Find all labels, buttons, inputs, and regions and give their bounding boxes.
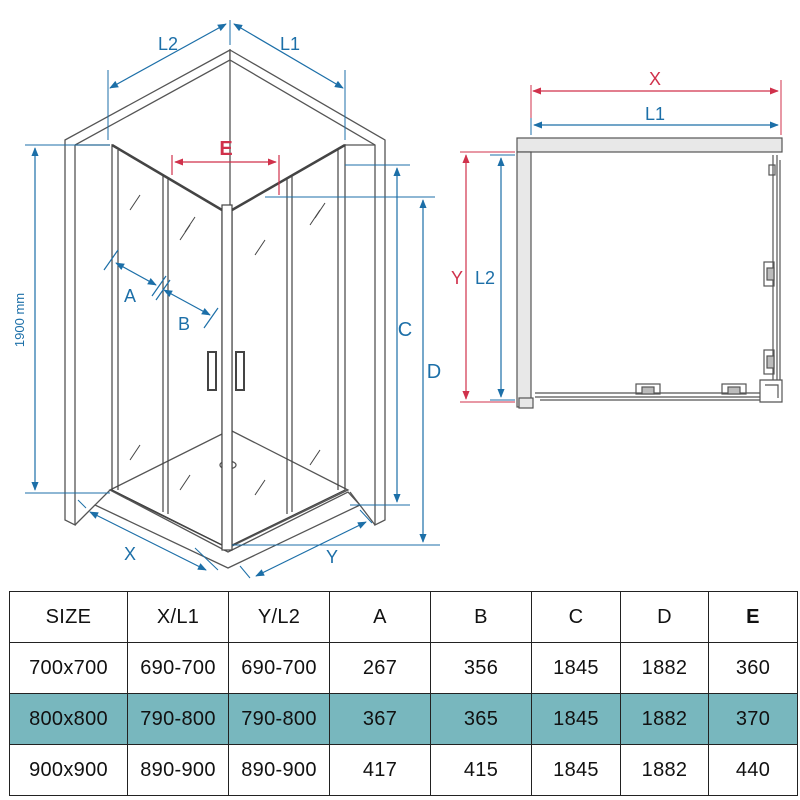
header-cell: X/L1 (127, 591, 229, 643)
table-cell: 690-700 (228, 642, 330, 694)
table-cell: 365 (430, 693, 532, 745)
table-cell: 1882 (620, 744, 709, 796)
door-handle-left (207, 351, 217, 391)
label-x-right: X (649, 69, 661, 89)
table-cell: 1845 (531, 642, 621, 694)
dimension-lines-right (462, 87, 779, 400)
table-cell: 1882 (620, 642, 709, 694)
table-cell: 360 (708, 642, 798, 694)
table-cell: 1845 (531, 744, 621, 796)
table-cell: 800x800 (9, 693, 128, 745)
table-cell: 367 (329, 693, 431, 745)
table-row: 800x800 790-800 790-800 367 365 1845 188… (9, 693, 798, 745)
table-cell: 900x900 (9, 744, 128, 796)
table-cell: 790-800 (127, 693, 229, 745)
label-l2-right: L2 (475, 268, 495, 288)
header-cell: Y/L2 (228, 591, 330, 643)
table-row: 700x700 690-700 690-700 267 356 1845 188… (9, 642, 798, 694)
table-cell: 1882 (620, 693, 709, 745)
extension-lines-right (460, 80, 782, 403)
table-cell: 890-900 (228, 744, 330, 796)
table-cell: 700x700 (9, 642, 128, 694)
table-row: 900x900 890-900 890-900 417 415 1845 188… (9, 744, 798, 796)
top-wall (516, 137, 783, 153)
label-l2-left: L2 (158, 34, 178, 54)
label-l1-right: L1 (645, 104, 665, 124)
label-l1-left: L1 (280, 34, 300, 54)
table-cell: 267 (329, 642, 431, 694)
door-handle-right (235, 351, 245, 391)
header-cell: C (531, 591, 621, 643)
glass-panels (111, 143, 346, 551)
header-cell: B (430, 591, 532, 643)
label-x-left: X (124, 544, 136, 564)
table-cell: 790-800 (228, 693, 330, 745)
table-cell: 370 (708, 693, 798, 745)
header-cell: SIZE (9, 591, 128, 643)
table-cell: 690-700 (127, 642, 229, 694)
side-wall (516, 151, 532, 408)
header-cell: D (620, 591, 709, 643)
table-cell: 356 (430, 642, 532, 694)
label-c: C (398, 319, 412, 341)
dimension-lines-blue (31, 23, 427, 577)
top-view (516, 137, 783, 409)
label-y-left: Y (326, 547, 338, 567)
table-cell: 415 (430, 744, 532, 796)
header-cell: E (708, 591, 798, 643)
label-y-right: Y (451, 268, 463, 288)
table-cell: 1845 (531, 693, 621, 745)
table-cell: 417 (329, 744, 431, 796)
left-dimension-labels: L2 L1 E A B C D X Y 1900 mm (12, 34, 441, 567)
right-dimension-labels: X L1 Y L2 (451, 69, 665, 288)
shower-enclosure-diagram: L2 L1 E A B C D X Y 1900 mm (12, 20, 783, 579)
label-e: E (219, 138, 232, 160)
dimension-e (171, 155, 280, 195)
label-height: 1900 mm (12, 293, 27, 347)
label-b: B (178, 314, 190, 334)
size-table: SIZE X/L1 Y/L2 A B C D E 700x700 690-700… (9, 591, 798, 796)
label-d: D (427, 361, 441, 383)
header-cell: A (329, 591, 431, 643)
label-a: A (124, 286, 136, 306)
table-cell: 440 (708, 744, 798, 796)
table-cell: 890-900 (127, 744, 229, 796)
table-header-row: SIZE X/L1 Y/L2 A B C D E (9, 591, 798, 643)
